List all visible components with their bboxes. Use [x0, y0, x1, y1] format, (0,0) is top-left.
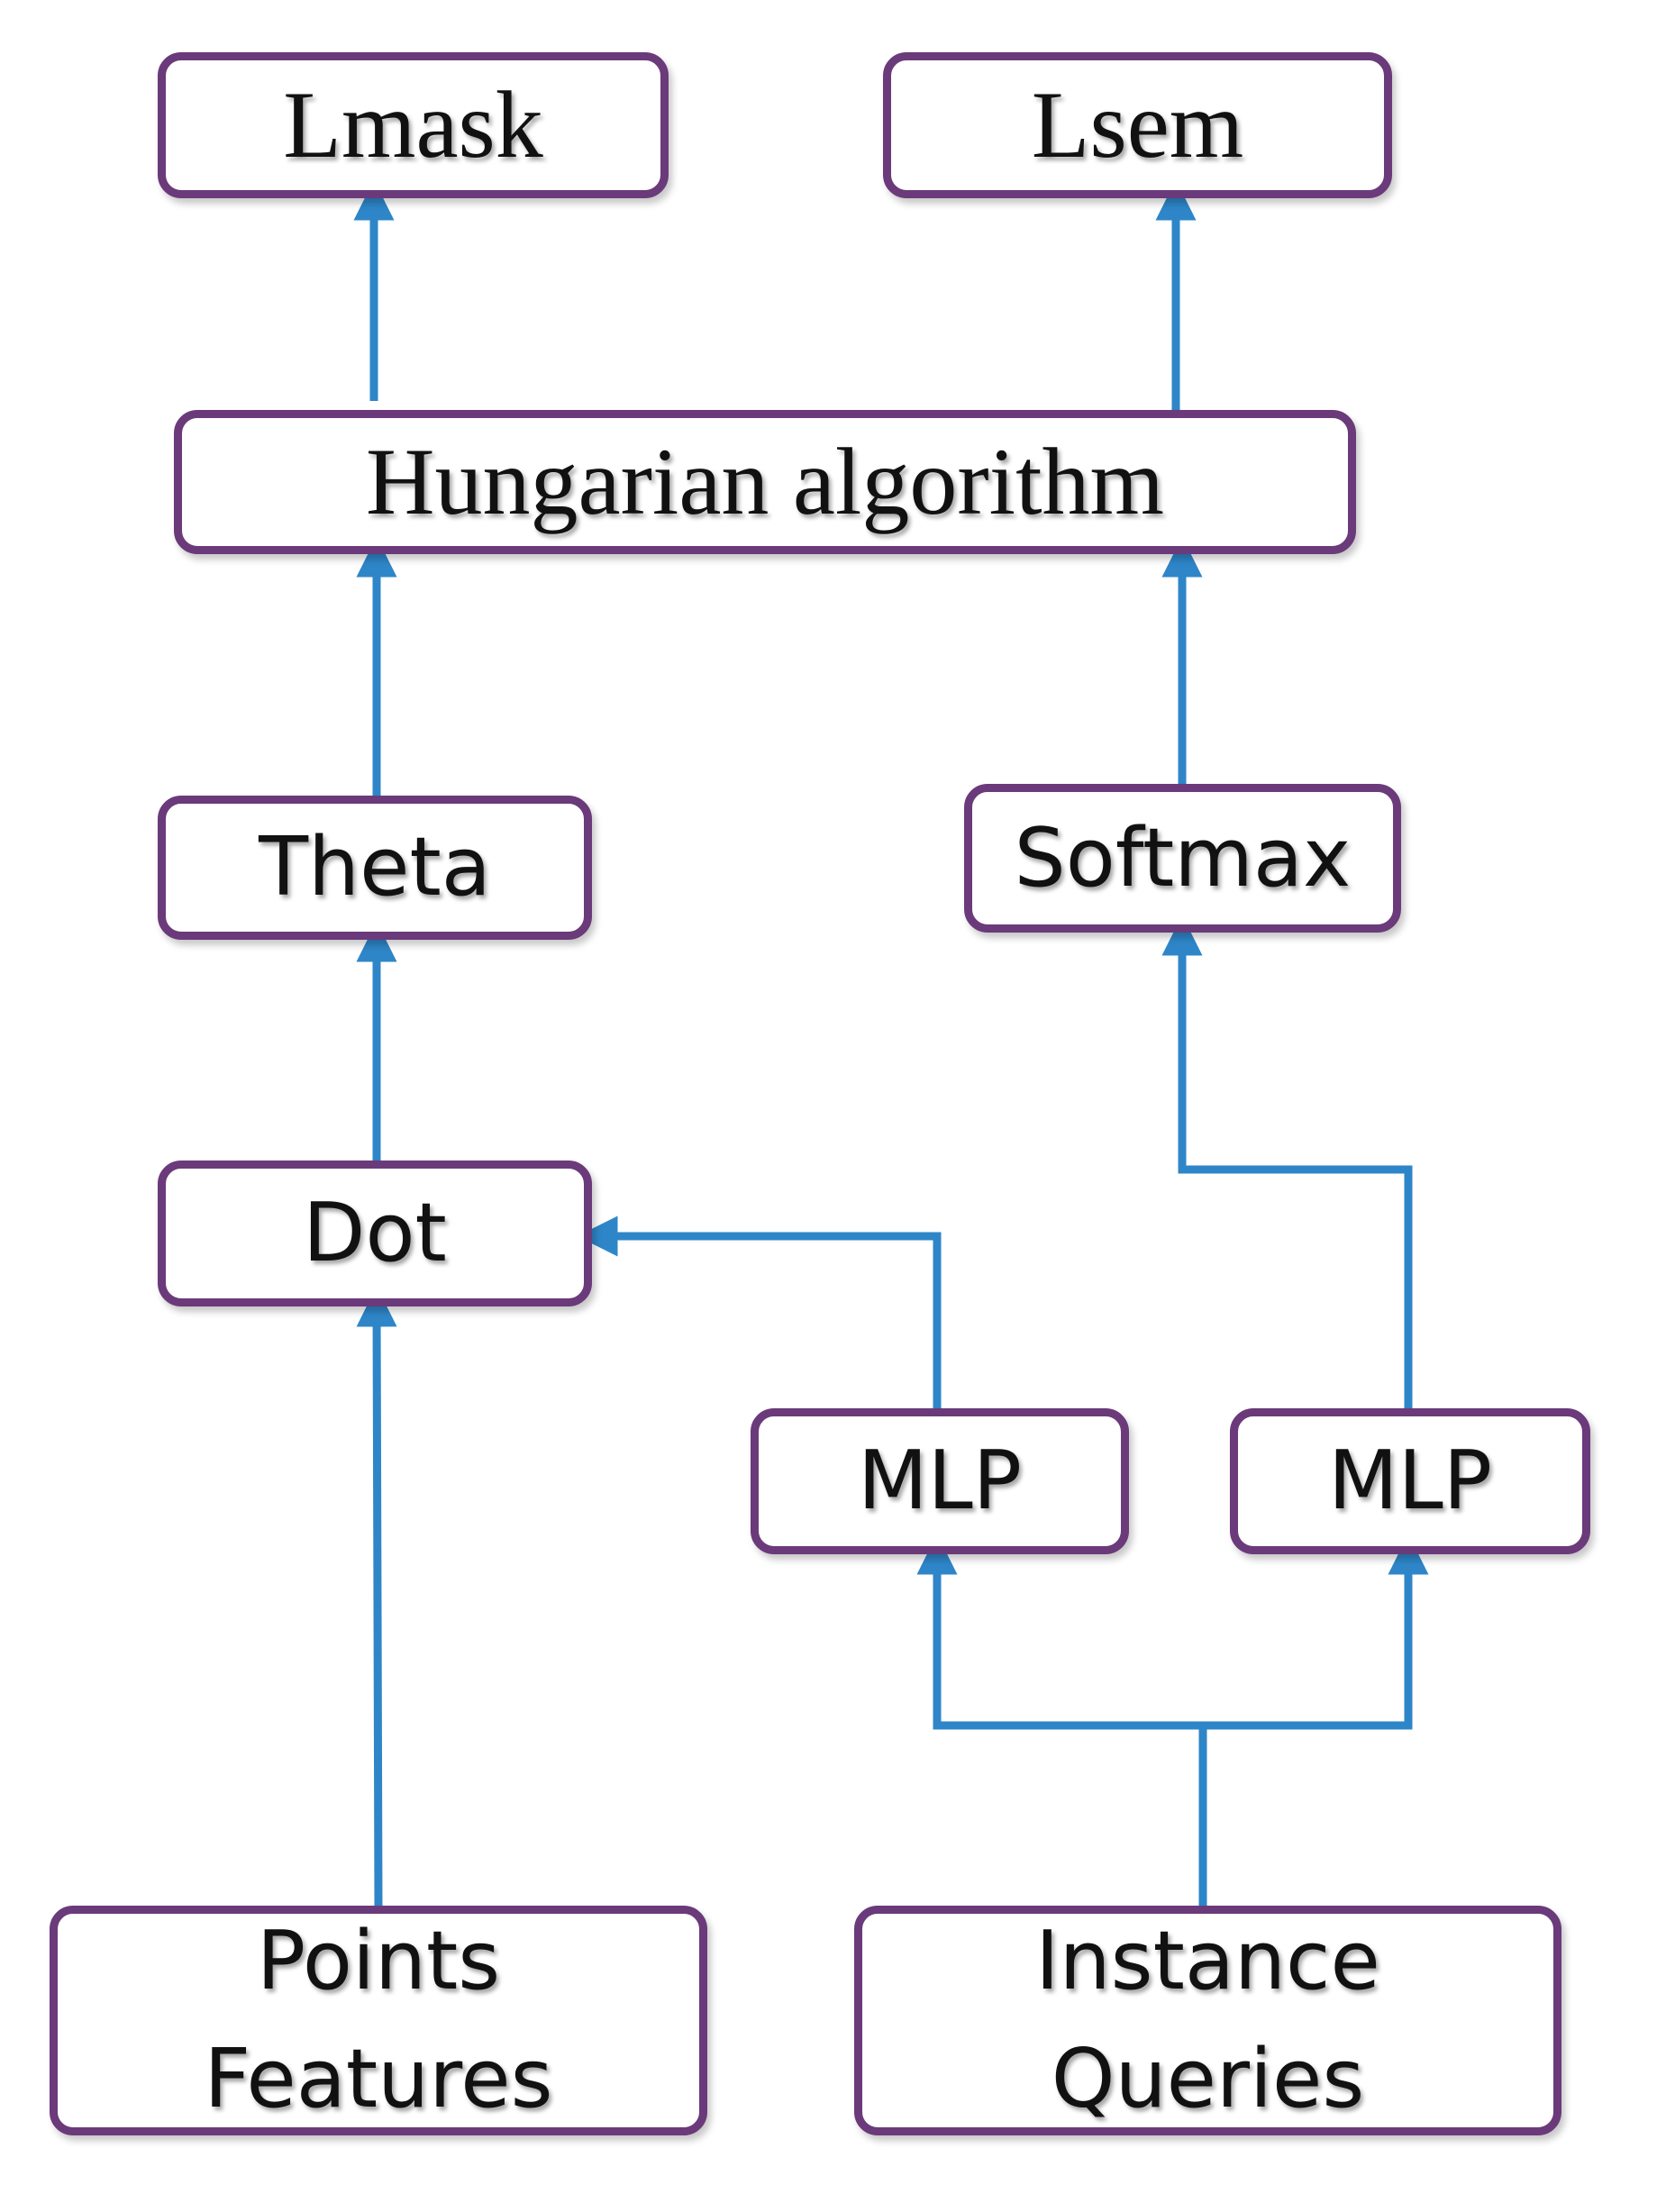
lmask-label: Lmask	[283, 72, 543, 178]
instance-queries-node: Instance Queries	[854, 1906, 1561, 2135]
theta-label: Theta	[259, 820, 491, 915]
mlp-right-node: MLP	[1230, 1408, 1590, 1554]
dot-node: Dot	[158, 1161, 592, 1306]
arrow-mlp-right-to-softmax	[1161, 915, 1413, 1410]
points-features-node: Points Features	[50, 1906, 707, 2135]
arrow-mlp-left-to-dot	[577, 1215, 942, 1410]
arrow-points-to-dot	[356, 1286, 397, 1911]
instance-queries-line-2: Queries	[1051, 2031, 1365, 2126]
theta-node: Theta	[158, 796, 592, 940]
lsem-node: Lsem	[883, 52, 1392, 198]
hungarian-algorithm-label: Hungarian algorithm	[365, 429, 1165, 534]
softmax-label: Softmax	[1014, 810, 1352, 906]
lmask-node: Lmask	[158, 52, 669, 198]
lsem-label: Lsem	[1031, 72, 1244, 178]
mlp-left-node: MLP	[751, 1408, 1129, 1554]
hungarian-algorithm-node: Hungarian algorithm	[174, 410, 1356, 554]
instance-queries-line-1: Instance	[1035, 1914, 1380, 2008]
arrow-queries-to-mlp-right	[1203, 1534, 1429, 1730]
softmax-node: Softmax	[964, 784, 1401, 933]
dot-label: Dot	[303, 1186, 447, 1280]
arrow-queries-to-mlp-left	[916, 1534, 1203, 1730]
mlp-right-label: MLP	[1327, 1434, 1493, 1528]
mlp-left-label: MLP	[857, 1434, 1023, 1528]
points-features-line-1: Points	[256, 1914, 501, 2008]
points-features-line-2: Features	[204, 2031, 553, 2126]
